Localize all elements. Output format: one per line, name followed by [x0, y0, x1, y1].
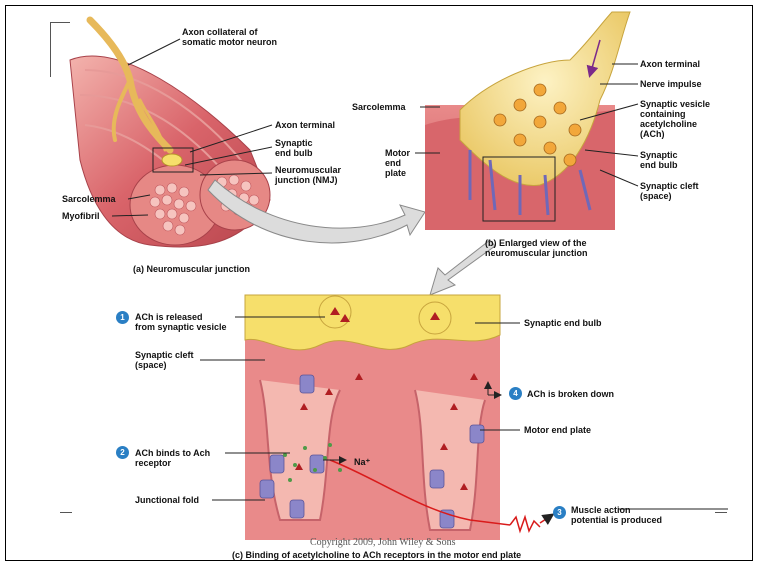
caption-panel-a: (a) Neuromuscular junction: [133, 264, 250, 274]
step-text-2: ACh binds to Ach receptor: [135, 448, 210, 468]
label-synaptic-cleft-b: Synaptic cleft (space): [640, 181, 699, 201]
caption-panel-b: (b) Enlarged view of the neuromuscular j…: [485, 238, 588, 258]
caption-panel-c: (c) Binding of acetylcholine to ACh rece…: [232, 550, 521, 560]
label-motor-end-plate-c: Motor end plate: [524, 425, 591, 435]
label-nmj: Neuromuscular junction (NMJ): [275, 165, 341, 185]
label-synaptic-end-bulb-a: Synaptic end bulb: [275, 138, 313, 158]
step-badge-2: 2: [116, 446, 129, 459]
label-junctional-fold: Junctional fold: [135, 495, 199, 505]
copyright-text: Copyright 2009, John Wiley & Sons: [310, 537, 456, 548]
label-axon-terminal-b: Axon terminal: [640, 59, 700, 69]
step-badge-4: 4: [509, 387, 522, 400]
label-synaptic-cleft-c: Synaptic cleft (space): [135, 350, 194, 370]
label-synaptic-end-bulb-b: Synaptic end bulb: [640, 150, 678, 170]
label-synaptic-end-bulb-c: Synaptic end bulb: [524, 318, 602, 328]
label-sarcolemma-b: Sarcolemma: [352, 102, 406, 112]
label-motor-end-plate-b: Motor end plate: [385, 148, 410, 178]
label-synaptic-vesicle: Synaptic vesicle containing acetylcholin…: [640, 99, 710, 139]
label-axon-collateral: Axon collateral of somatic motor neuron: [182, 27, 277, 47]
step-text-1: ACh is released from synaptic vesicle: [135, 312, 227, 332]
label-sarcolemma-a: Sarcolemma: [62, 194, 116, 204]
label-na-ion: Na⁺: [354, 457, 370, 467]
step-badge-1: 1: [116, 311, 129, 324]
step-badge-3: 3: [553, 506, 566, 519]
label-axon-terminal-a: Axon terminal: [275, 120, 335, 130]
panel-c-receptors: [245, 295, 552, 540]
label-nerve-impulse: Nerve impulse: [640, 79, 702, 89]
label-myofibril: Myofibril: [62, 211, 100, 221]
step-text-4: ACh is broken down: [527, 389, 614, 399]
step-text-3: Muscle action potential is produced: [571, 505, 662, 525]
